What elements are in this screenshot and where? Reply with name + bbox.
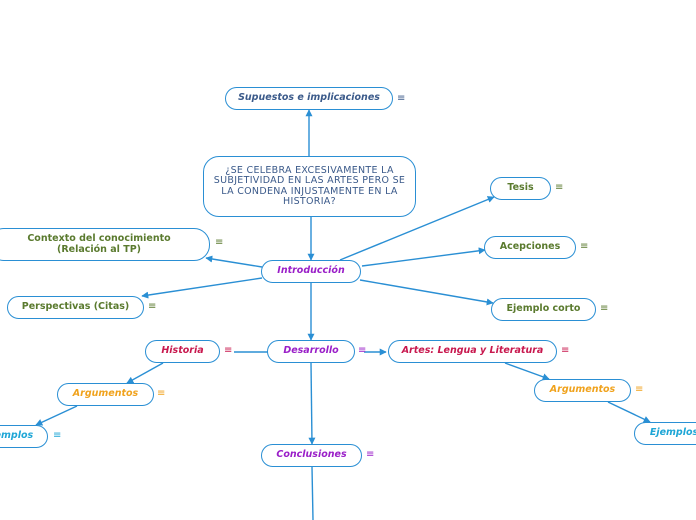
argumentos-artes-label: Argumentos xyxy=(549,384,616,396)
connector-argumentos-ejemplos xyxy=(35,405,78,426)
connector-historia-argumentos xyxy=(126,362,164,384)
note-icon[interactable]: ≡ xyxy=(600,303,609,314)
connector-argumentos-ejemplos-artes xyxy=(607,401,651,423)
connector-desarrollo-conclusiones xyxy=(308,362,316,445)
introduccion-label: Introducción xyxy=(277,265,345,277)
connector-intro-perspectivas xyxy=(141,277,263,299)
note-icon[interactable]: ≡ xyxy=(224,345,233,356)
desarrollo-node[interactable]: Desarrollo xyxy=(267,340,355,363)
tesis-node[interactable]: Tesis xyxy=(490,177,551,200)
perspectivas-node[interactable]: Perspectivas (Citas) xyxy=(7,296,144,319)
perspectivas-label: Perspectivas (Citas) xyxy=(21,301,130,313)
connector-conclusiones-down xyxy=(311,466,314,520)
note-icon[interactable]: ≡ xyxy=(561,345,570,356)
historia-label: Historia xyxy=(161,345,204,357)
ejemplo-corto-label: Ejemplo corto xyxy=(506,303,581,315)
note-icon[interactable]: ≡ xyxy=(215,237,224,248)
ejemplos-artes-label: Ejemplos xyxy=(649,427,696,439)
conclusiones-label: Conclusiones xyxy=(276,449,347,461)
ejemplo-corto-node[interactable]: Ejemplo corto xyxy=(491,298,596,321)
note-icon[interactable]: ≡ xyxy=(157,388,166,399)
note-icon[interactable]: ≡ xyxy=(397,93,406,104)
note-icon[interactable]: ≡ xyxy=(635,384,644,395)
connector-intro-ejemplo-corto xyxy=(359,279,494,306)
conclusiones-node[interactable]: Conclusiones xyxy=(261,444,362,467)
central-topic-text: ¿Se celebra excesivamente la subjetivida… xyxy=(213,165,406,207)
supuestos-label: Supuestos e implicaciones xyxy=(238,92,380,104)
ejemplos-historia-label: Ejemplos xyxy=(0,430,34,442)
central-topic-node[interactable]: ¿Se celebra excesivamente la subjetivida… xyxy=(203,156,416,217)
ejemplos-historia-node[interactable]: Ejemplos xyxy=(0,425,48,448)
argumentos-historia-label: Argumentos xyxy=(72,388,139,400)
tesis-label: Tesis xyxy=(507,182,534,194)
desarrollo-label: Desarrollo xyxy=(283,345,339,357)
artes-label: Artes: Lengua y Literatura xyxy=(401,345,544,357)
supuestos-node[interactable]: Supuestos e implicaciones xyxy=(225,87,393,110)
introduccion-node[interactable]: Introducción xyxy=(261,260,361,283)
acepciones-label: Acepciones xyxy=(499,241,561,253)
historia-node[interactable]: Historia xyxy=(145,340,220,363)
argumentos-artes-node[interactable]: Argumentos xyxy=(534,379,631,402)
acepciones-node[interactable]: Acepciones xyxy=(484,236,576,259)
connector-intro-contexto xyxy=(205,255,263,268)
argumentos-historia-node[interactable]: Argumentos xyxy=(57,383,154,406)
contexto-node[interactable]: Contexto del conocimiento (Relación al T… xyxy=(0,228,210,261)
note-icon[interactable]: ≡ xyxy=(358,345,367,356)
note-icon[interactable]: ≡ xyxy=(580,241,589,252)
connector-intro-acepciones xyxy=(361,247,486,267)
connector-intro-tesis xyxy=(339,196,495,261)
connector-artes-argumentos xyxy=(504,362,550,381)
note-icon[interactable]: ≡ xyxy=(366,449,375,460)
note-icon[interactable]: ≡ xyxy=(53,430,62,441)
contexto-label: Contexto del conocimiento (Relación al T… xyxy=(27,232,171,255)
note-icon[interactable]: ≡ xyxy=(555,182,564,193)
ejemplos-artes-node[interactable]: Ejemplos xyxy=(634,422,696,445)
artes-node[interactable]: Artes: Lengua y Literatura xyxy=(388,340,557,363)
note-icon[interactable]: ≡ xyxy=(148,301,157,312)
